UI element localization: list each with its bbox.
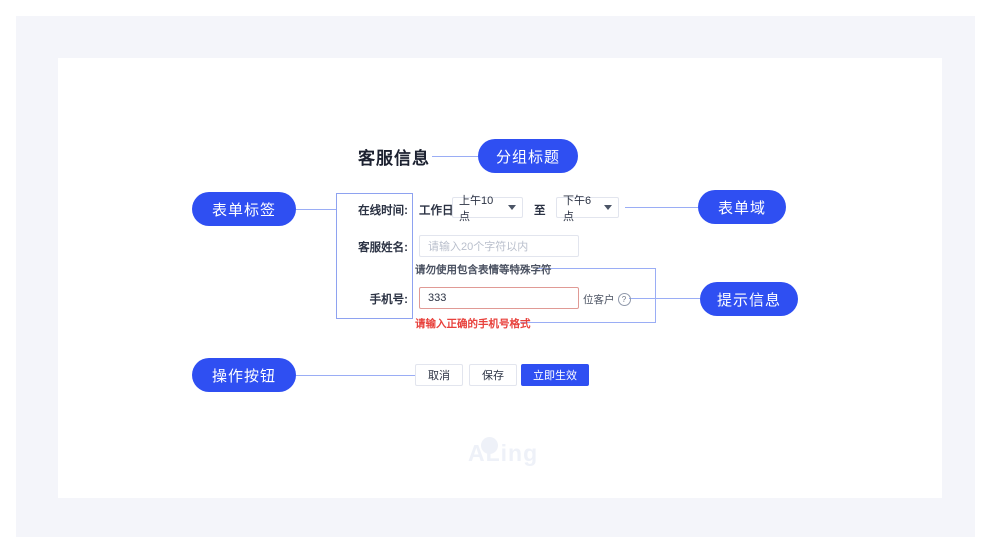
- online-time-end-value: 下午6点: [563, 194, 592, 223]
- online-time-start-value: 上午10点: [459, 194, 494, 223]
- connector-form-field: [625, 207, 698, 208]
- label-online-time: 在线时间:: [358, 205, 408, 217]
- online-time-start-select[interactable]: 上午10点: [452, 195, 523, 223]
- watermark-logo: ALing: [468, 440, 539, 466]
- label-agent-name: 客服姓名:: [358, 242, 408, 254]
- connector-action-button: [296, 375, 415, 376]
- cancel-button[interactable]: 取消: [415, 364, 463, 386]
- phone-suffix: 位客户 ?: [583, 292, 631, 307]
- connector-hint-vertical: [655, 268, 656, 323]
- phone-input[interactable]: 333: [419, 287, 579, 309]
- connector-hint-info: [629, 298, 700, 299]
- phone-suffix-text: 位客户: [583, 294, 615, 306]
- chevron-down-icon: [508, 205, 516, 210]
- help-question-icon[interactable]: ?: [617, 293, 631, 306]
- page-title: 客服信息: [358, 149, 430, 168]
- label-phone: 手机号:: [369, 294, 408, 306]
- connector-hint-top: [536, 268, 655, 269]
- chevron-down-icon: [604, 205, 612, 210]
- online-time-end-select[interactable]: 下午6点: [556, 195, 619, 223]
- connector-group-title: [432, 156, 478, 157]
- online-time-separator: 至: [534, 205, 546, 217]
- online-time-day-text: 工作日: [419, 205, 454, 217]
- annotation-hint-info: 提示信息: [700, 282, 798, 316]
- annotation-group-title: 分组标题: [478, 139, 578, 173]
- agent-name-hint: 请勿使用包含表情等特殊字符: [415, 264, 552, 276]
- annotation-action-button: 操作按钮: [192, 358, 296, 392]
- form-label-column-box: [336, 193, 413, 319]
- save-button[interactable]: 保存: [469, 364, 517, 386]
- apply-now-button[interactable]: 立即生效: [521, 364, 589, 386]
- agent-name-input[interactable]: 请输入20个字符以内: [419, 235, 579, 257]
- annotation-form-label: 表单标签: [192, 192, 296, 226]
- connector-hint-bottom: [520, 322, 655, 323]
- connector-form-label: [296, 209, 336, 210]
- watermark-dot: [481, 437, 498, 454]
- annotation-form-field: 表单域: [698, 190, 786, 224]
- phone-error-message: 请输入正确的手机号格式: [415, 318, 531, 330]
- form-card: [58, 58, 942, 498]
